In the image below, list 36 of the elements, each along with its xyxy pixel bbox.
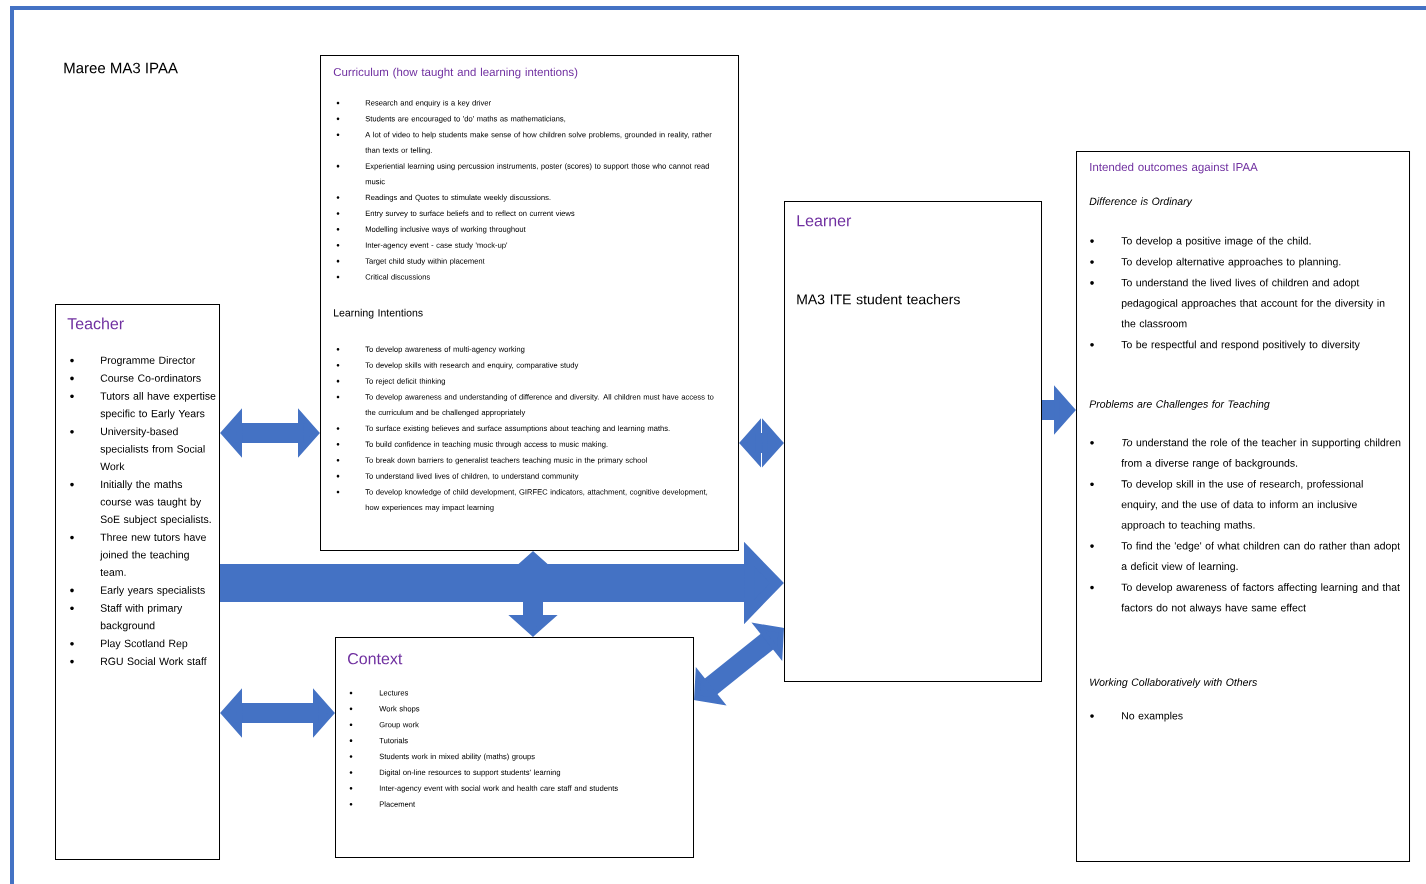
list-item: Course Co-ordinators xyxy=(100,374,201,382)
list-item: Three new tutors have joined the teaching team. xyxy=(99,533,206,576)
text-panel xyxy=(335,637,694,858)
list-item: Tutors all have expertise specific to Early Years xyxy=(100,392,216,420)
list-item: To develop skill in the use of research, professional enquiry, and the use of data to inform an inclusive approach to teaching maths. xyxy=(1121,479,1363,531)
text-panel xyxy=(784,201,1042,682)
list-item: Programme Director xyxy=(101,356,196,367)
list-item: To develop awareness of factors affecting learning and that factors do not always have same effect xyxy=(1121,583,1400,614)
list-item: Early years specialists xyxy=(101,586,205,596)
box-heading: Context xyxy=(348,653,403,665)
list-item: To understand the role of the teacher in supporting children from a diverse range of backgrounds. xyxy=(1121,438,1401,469)
text-panel xyxy=(55,304,220,860)
block-arrow xyxy=(694,622,784,706)
subheading: Difference is Ordinary xyxy=(1089,197,1193,208)
body-text: MA3 ITE student teachers xyxy=(797,294,960,305)
list-item: University-based specialists from Social Work xyxy=(100,427,205,471)
box-heading: Teacher xyxy=(67,317,124,330)
list-item: Staff with primary background xyxy=(100,604,183,632)
list-item: To find the 'edge' of what children can do rather than adopt a deficit view of learning. xyxy=(1121,541,1400,573)
list-item: To understand the lived lives of children and adopt pedagogical approaches that account for the diversity in the classroom xyxy=(1121,278,1385,328)
list-item: No examples xyxy=(1122,711,1183,722)
text-panel xyxy=(320,55,739,551)
subheading: Problems are Challenges for Teaching xyxy=(1089,400,1270,410)
subheading: Working Collaboratively with Others xyxy=(1090,678,1257,689)
box-heading: Curriculum (how taught and learning intentions) xyxy=(333,67,578,79)
diagram-title: Maree MA3 IPAA xyxy=(64,62,178,74)
subheading: Learning Intentions xyxy=(334,308,423,319)
text-panel xyxy=(1076,151,1410,862)
list-item: Initially the maths course was taught by SoE subject specialists. xyxy=(100,480,211,526)
list-item: Play Scotland Rep xyxy=(101,639,188,650)
list-item: To be respectful and respond positively to diversity xyxy=(1121,340,1360,351)
list-item: To develop alternative approaches to planning. xyxy=(1121,257,1341,268)
box-heading: Learner xyxy=(797,215,852,227)
list-item: RGU Social Work staff xyxy=(101,657,207,666)
box-heading: Intended outcomes against IPAA xyxy=(1090,162,1258,174)
list-item: To develop a positive image of the child. xyxy=(1121,236,1311,247)
